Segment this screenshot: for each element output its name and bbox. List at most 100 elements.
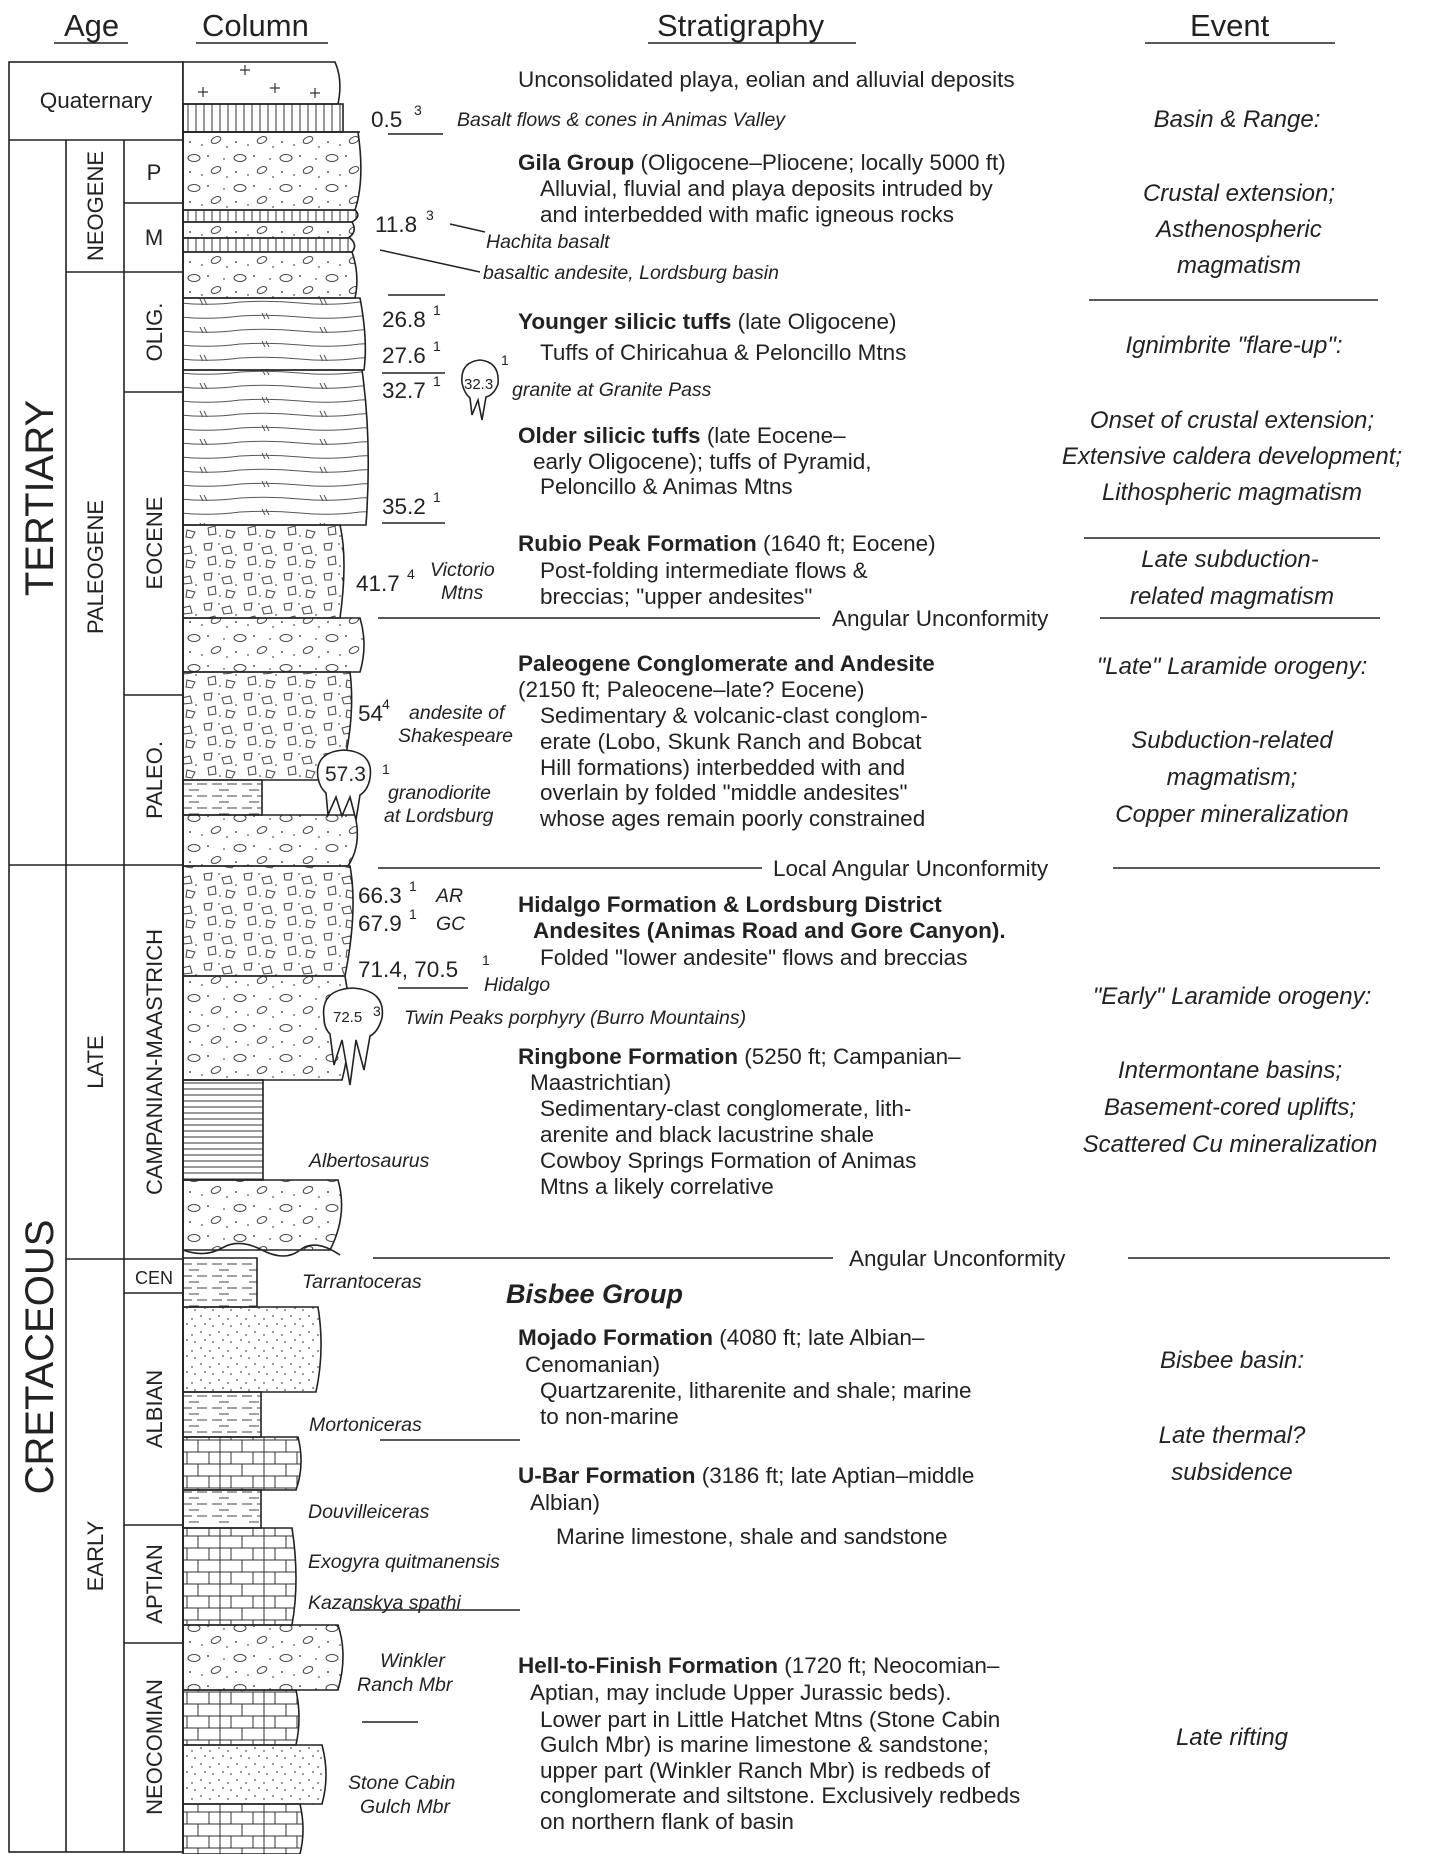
aptian-label: APTIAN — [142, 1544, 167, 1623]
date-41-7: 41.7 — [356, 571, 400, 596]
note-granodiorite-1: granodiorite — [388, 782, 491, 804]
event-line: Crustal extension; — [1143, 180, 1335, 207]
strat-hell-line: Aptian, may include Upper Jurassic beds)… — [530, 1680, 951, 1705]
strat-ringbone-title: Ringbone Formation (5250 ft; Campanian– — [518, 1044, 961, 1069]
date-54: 54 — [358, 701, 383, 726]
albian-label: ALBIAN — [142, 1370, 167, 1448]
note-stone-cabin-2: Gulch Mbr — [360, 1796, 451, 1818]
event-line: Subduction-related — [1131, 727, 1333, 754]
event-late-subduction: Late subduction- — [1141, 546, 1318, 573]
svg-text:1: 1 — [382, 761, 390, 777]
strat-mojado-line: to non-marine — [540, 1404, 679, 1429]
strat-gila-line: Alluvial, fluvial and playa deposits int… — [540, 176, 994, 201]
events: Basin & Range: Crustal extension; Asthen… — [1062, 106, 1402, 1751]
strat-paleogene-line: overlain by folded "middle andesites" — [540, 780, 907, 805]
event-line: Scattered Cu mineralization — [1083, 1131, 1378, 1158]
date-26-8: 26.8 — [382, 307, 426, 332]
strat-mojado-line: Quartzarenite, litharenite and shale; ma… — [540, 1378, 972, 1403]
note-douvilleiceras: Douvilleiceras — [308, 1501, 430, 1523]
eocene-label: EOCENE — [142, 497, 167, 590]
strat-quaternary: Unconsolidated playa, eolian and alluvia… — [518, 67, 1015, 92]
event-line: Intermontane basins; — [1118, 1057, 1342, 1084]
strat-hidalgo-title: Andesites (Animas Road and Gore Canyon). — [533, 918, 1006, 943]
svg-text:3: 3 — [426, 207, 434, 223]
unconformity-lines — [373, 617, 1390, 1259]
event-line: related magmatism — [1130, 583, 1334, 610]
strat-hell-title: Hell-to-Finish Formation (1720 ft; Neoco… — [518, 1653, 1000, 1678]
note-shakespeare-2: Shakespeare — [398, 725, 513, 747]
svg-text:4: 4 — [382, 696, 390, 712]
lithologic-column — [182, 61, 499, 1854]
event-late-laramide: "Late" Laramide orogeny: — [1097, 653, 1368, 680]
strat-ubar-line: Albian) — [530, 1490, 600, 1515]
strat-mojado-title: Mojado Formation (4080 ft; late Albian– — [518, 1325, 925, 1350]
note-stone-cabin-1: Stone Cabin — [348, 1772, 455, 1794]
strat-rubio-line: breccias; "upper andesites" — [540, 584, 812, 609]
strat-ubar-line: Marine limestone, shale and sandstone — [556, 1524, 948, 1549]
oligocene-label: OLIG. — [142, 303, 167, 362]
svg-text:1: 1 — [409, 906, 417, 922]
age-header: Age — [64, 8, 119, 43]
event-line: magmatism; — [1167, 764, 1298, 791]
note-kazanskya: Kazanskya spathi — [308, 1592, 462, 1614]
strat-gila-line: and interbedded with mafic igneous rocks — [540, 202, 954, 227]
note-twin-peaks: Twin Peaks porphyry (Burro Mountains) — [404, 1007, 746, 1029]
svg-text:1: 1 — [433, 489, 441, 505]
late-label: LATE — [83, 1035, 108, 1088]
strat-hell-line: Gulch Mbr) is marine limestone & sandsto… — [540, 1732, 989, 1757]
note-ar: AR — [435, 885, 463, 907]
strat-older-tuffs-line: Peloncillo & Animas Mtns — [540, 474, 793, 499]
pluton-725: 72.5 — [333, 1009, 362, 1026]
neogene-label: NEOGENE — [83, 151, 108, 261]
event-line: Copper mineralization — [1115, 801, 1348, 828]
note-tarrantoceras: Tarrantoceras — [302, 1271, 422, 1293]
strat-younger-tuffs-title: Younger silicic tuffs (late Oligocene) — [518, 309, 896, 334]
angular-unconformity-2: Angular Unconformity — [849, 1246, 1066, 1271]
event-bisbee-basin: Bisbee basin: — [1160, 1347, 1304, 1374]
strat-paleogene-line: erate (Lobo, Skunk Ranch and Bobcat — [540, 729, 922, 754]
pluton-573: 57.3 — [325, 763, 366, 786]
strat-ringbone-line: arenite and black lacustrine shale — [540, 1122, 874, 1147]
early-label: EARLY — [83, 1520, 108, 1591]
quaternary-label: Quaternary — [40, 88, 153, 113]
event-line: Basement-cored uplifts; — [1104, 1094, 1356, 1121]
neocomian-label: NEOCOMIAN — [142, 1679, 167, 1815]
strat-hell-line: conglomerate and siltstone. Exclusively … — [540, 1783, 1020, 1808]
local-angular-unconformity: Local Angular Unconformity — [773, 856, 1049, 881]
note-victorio-1: Victorio — [430, 559, 495, 581]
note-granite-pass: granite at Granite Pass — [512, 379, 712, 401]
pluton-323: 32.3 — [464, 376, 493, 393]
event-ignimbrite: Ignimbrite "flare-up": — [1125, 332, 1342, 359]
note-winkler-2: Ranch Mbr — [357, 1674, 454, 1696]
svg-text:1: 1 — [501, 352, 509, 368]
svg-text:1: 1 — [482, 952, 490, 968]
strat-hidalgo-title: Hidalgo Formation & Lordsburg District — [518, 892, 942, 917]
strat-hell-line: upper part (Winkler Ranch Mbr) is redbed… — [540, 1758, 991, 1783]
column-header: Column — [202, 8, 309, 43]
note-shakespeare-1: andesite of — [409, 702, 507, 724]
stratigraphy-header: Stratigraphy — [657, 8, 825, 43]
strat-younger-tuffs-line: Tuffs of Chiricahua & Peloncillo Mtns — [540, 340, 906, 365]
note-gc: GC — [436, 913, 466, 935]
date-67-9: 67.9 — [358, 911, 402, 936]
svg-text:1: 1 — [409, 878, 417, 894]
date-35-2: 35.2 — [382, 494, 426, 519]
strat-ringbone-line: Maastrichtian) — [530, 1070, 671, 1095]
pliocene-label: P — [147, 160, 162, 185]
note-hidalgo: Hidalgo — [484, 974, 550, 996]
cenomanian-label: CEN — [135, 1268, 173, 1288]
strat-ubar-title: U-Bar Formation (3186 ft; late Aptian–mi… — [518, 1463, 974, 1488]
svg-text:4: 4 — [407, 566, 415, 582]
event-line: magmatism — [1177, 252, 1301, 279]
paleocene-label: PALEO. — [142, 741, 167, 819]
note-albertosaurus: Albertosaurus — [308, 1150, 430, 1172]
strat-paleogene-line: Sedimentary & volcanic-clast conglom- — [540, 703, 928, 728]
date-32-7: 32.7 — [382, 378, 426, 403]
miocene-label: M — [145, 225, 163, 250]
strat-hell-line: on northern flank of basin — [540, 1809, 794, 1834]
event-line: Extensive caldera development; — [1062, 443, 1402, 470]
event-line: Late thermal? — [1159, 1422, 1306, 1449]
strat-rubio-title: Rubio Peak Formation (1640 ft; Eocene) — [518, 531, 936, 556]
strat-ringbone-line: Cowboy Springs Formation of Animas — [540, 1148, 916, 1173]
date-markers — [350, 133, 520, 1723]
